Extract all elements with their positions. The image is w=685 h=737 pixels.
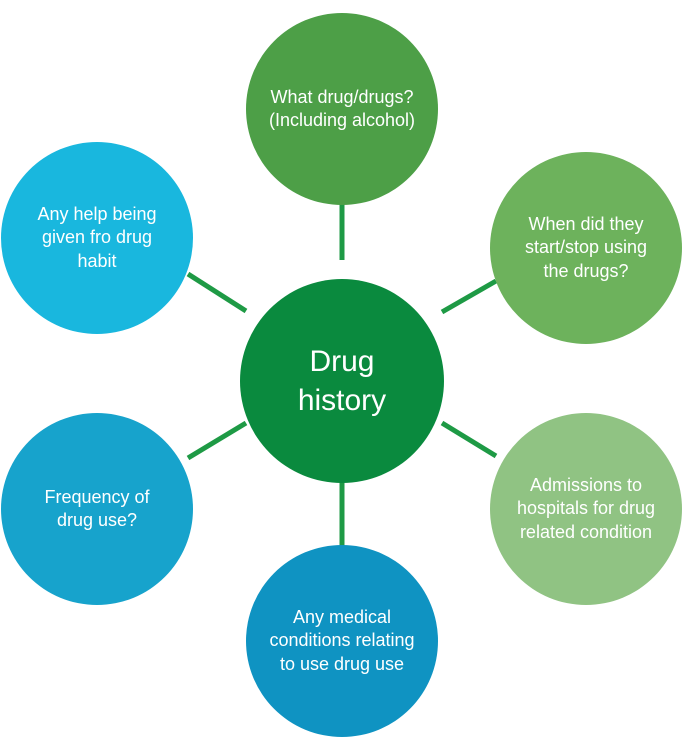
- connector-br: [440, 420, 498, 459]
- node-label: When did they start/stop using the drugs…: [524, 213, 648, 281]
- connector-tr: [440, 278, 498, 315]
- node-label: Admissions to hospitals for drug related…: [516, 474, 656, 542]
- node-start-stop: When did they start/stop using the drugs…: [490, 152, 682, 344]
- center-label: Drug history: [297, 345, 387, 417]
- connector-tl: [186, 271, 248, 314]
- node-help-given: Any help being given fro drug habit: [1, 142, 193, 334]
- node-what-drugs: What drug/drugs? (Including alcohol): [246, 13, 438, 205]
- node-label: What drug/drugs? (Including alcohol): [268, 86, 416, 130]
- node-frequency: Frequency of drug use?: [1, 413, 193, 605]
- node-label: Frequency of drug use?: [44, 486, 150, 530]
- node-hospital-admissions: Admissions to hospitals for drug related…: [490, 413, 682, 605]
- connector-bl: [186, 420, 248, 461]
- node-medical-conditions: Any medical conditions relating to use d…: [246, 545, 438, 737]
- center-node-drug-history: Drug history: [240, 279, 444, 483]
- node-label: Any medical conditions relating to use d…: [269, 606, 415, 674]
- node-label: Any help being given fro drug habit: [37, 203, 157, 271]
